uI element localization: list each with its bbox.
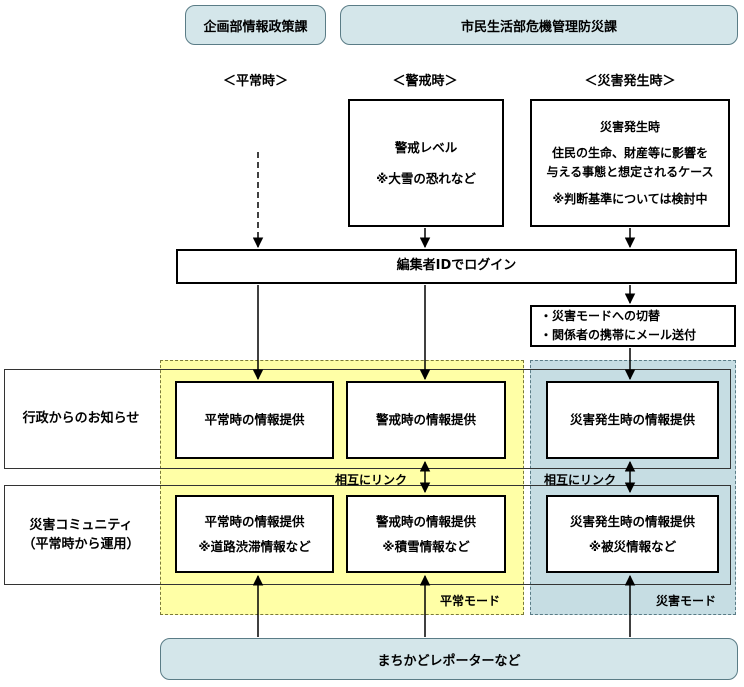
community-normal-cell: 平常時の情報提供 ※道路渋滞情報など: [175, 495, 334, 573]
community-row-text-2: （平常時から運用）: [22, 537, 140, 552]
admin-row-label: 行政からのお知らせ: [6, 370, 156, 468]
community-row-label: 災害コミュニティ （平常時から運用）: [6, 486, 156, 584]
mutual-link-label-left: 相互にリンク: [334, 473, 407, 487]
community-normal-note: ※道路渋滞情報など: [198, 539, 311, 554]
login-bar-label: 編集者IDでログイン: [396, 258, 517, 274]
community-alert-note: ※積雪情報など: [382, 539, 470, 554]
phase-alert-label: ＜警戒時＞: [392, 74, 458, 89]
disaster-dept-header: 市民生活部危機管理防災課: [340, 5, 738, 45]
reporter-footer: まちかどレポーターなど: [160, 638, 738, 680]
disaster-occurrence-box: 災害発生時 住民の生命、財産等に影響を 与える事態と想定されるケース ※判断基準…: [530, 99, 730, 227]
disaster-mode-label: 災害モード: [656, 594, 717, 608]
normal-mode-label: 平常モード: [440, 594, 501, 608]
admin-disaster-text: 災害発生時の情報提供: [569, 412, 695, 428]
community-disaster-title: 災害発生時の情報提供: [569, 513, 695, 529]
community-disaster-cell: 災害発生時の情報提供 ※被災情報など: [546, 495, 719, 573]
admin-alert-cell: 警戒時の情報提供: [346, 381, 506, 459]
admin-disaster-cell: 災害発生時の情報提供: [546, 381, 719, 459]
disaster-box-desc-2: 与える事態と想定されるケース: [546, 165, 714, 179]
community-alert-title: 警戒時の情報提供: [375, 513, 476, 529]
admin-normal-cell: 平常時の情報提供: [175, 381, 334, 459]
community-row-text-1: 災害コミュニティ: [29, 517, 133, 533]
community-alert-cell: 警戒時の情報提供 ※積雪情報など: [346, 495, 506, 573]
community-row-frame: [4, 485, 731, 585]
alert-box-title: 警戒レベル: [394, 139, 458, 155]
alert-box-note: ※大雪の恐れなど: [376, 171, 476, 186]
switch-step-1: ・災害モードへの切替: [540, 308, 661, 323]
admin-row-text: 行政からのお知らせ: [22, 411, 140, 427]
disaster-box-note: ※判断基準については検討中: [552, 191, 708, 206]
admin-normal-text: 平常時の情報提供: [204, 412, 305, 428]
mode-switch-box: ・災害モードへの切替 ・関係者の携帯にメール送付: [530, 305, 736, 347]
phase-normal-label: ＜平常時＞: [222, 74, 288, 89]
community-disaster-note: ※被災情報など: [588, 539, 677, 554]
disaster-box-title: 災害発生時: [599, 119, 660, 134]
disaster-box-desc-1: 住民の生命、財産等に影響を: [551, 146, 708, 161]
phase-disaster-label: ＜災害発生時＞: [584, 74, 676, 89]
admin-row-frame: [4, 369, 731, 469]
switch-step-2: ・関係者の携帯にメール送付: [540, 328, 697, 342]
mutual-link-label-right: 相互にリンク: [543, 473, 616, 487]
admin-alert-text: 警戒時の情報提供: [375, 412, 476, 428]
planning-dept-header: 企画部情報政策課: [185, 5, 326, 45]
editor-login-bar: 編集者IDでログイン: [176, 249, 737, 284]
community-normal-title: 平常時の情報提供: [204, 513, 305, 529]
alert-level-box: 警戒レベル ※大雪の恐れなど: [348, 99, 504, 227]
